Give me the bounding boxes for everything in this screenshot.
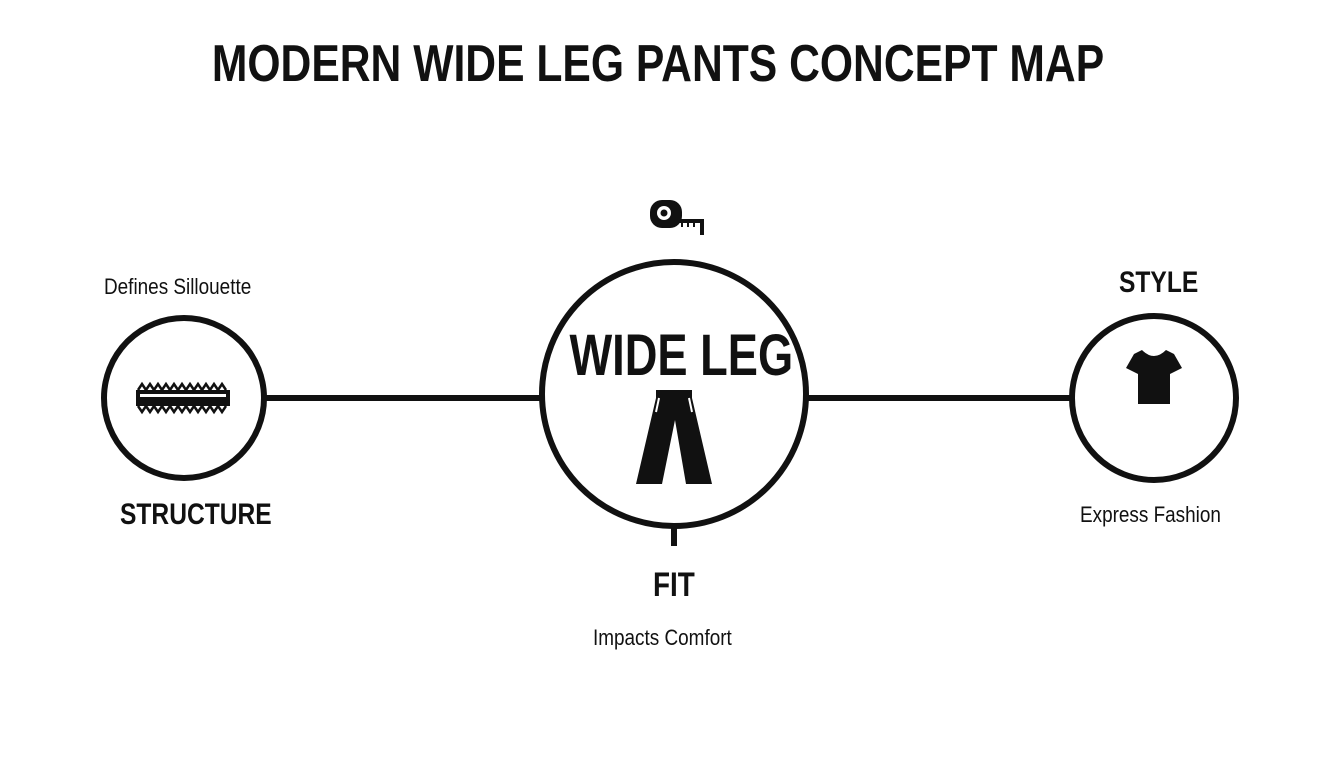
center-label: WIDE LEG bbox=[569, 323, 794, 388]
page-title: MODERN WIDE LEG PANTS CONCEPT MAP bbox=[211, 35, 1105, 93]
style-description: Express Fashion bbox=[1080, 502, 1221, 527]
structure-description: Defines Sillouette bbox=[104, 274, 252, 299]
fit-label: FIT bbox=[653, 566, 695, 604]
measuring-tape-icon bbox=[650, 200, 704, 235]
zipper-icon bbox=[136, 381, 230, 415]
tshirt-icon bbox=[1126, 350, 1182, 404]
wide-leg-pants-icon bbox=[636, 390, 712, 484]
style-label: STYLE bbox=[1119, 266, 1199, 299]
structure-label: STRUCTURE bbox=[120, 498, 272, 531]
fit-description: Impacts Comfort bbox=[593, 625, 732, 650]
